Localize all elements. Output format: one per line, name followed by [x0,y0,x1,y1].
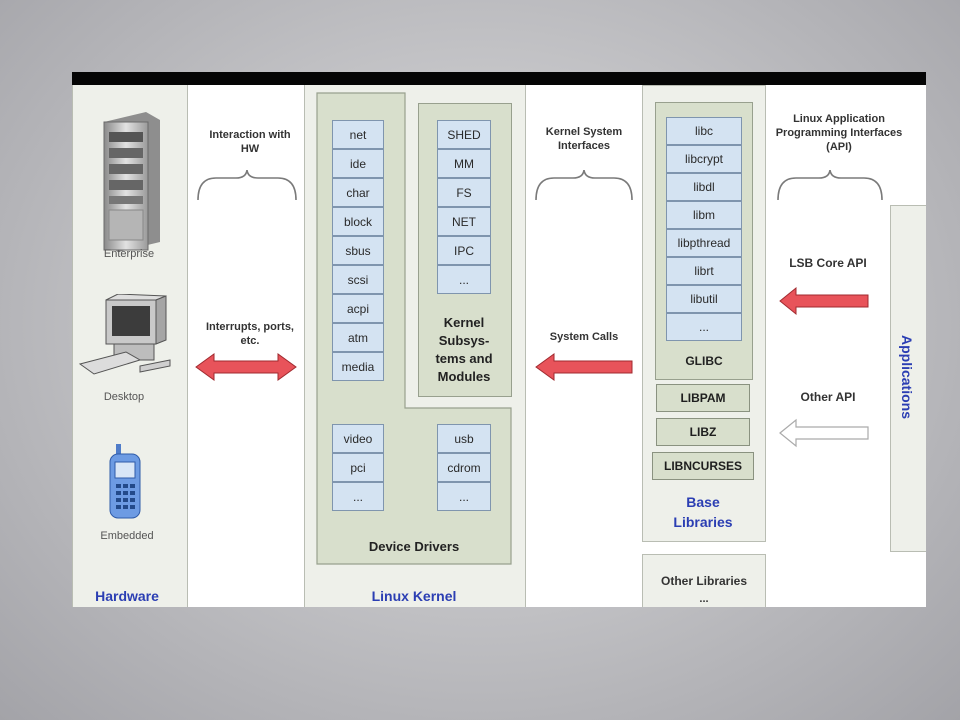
driver-cell: block [332,207,384,236]
system-calls-label: System Calls [549,331,619,343]
other-libraries-dots: ... [699,593,709,605]
glibc-cell: libc [666,117,742,145]
device-drivers-title: Device Drivers [368,539,460,554]
other-libraries-box [642,554,766,607]
driver-cell: usb [437,424,491,453]
base-libraries-title: Base Libraries [673,494,733,530]
enterprise-label: Enterprise [103,248,155,260]
drivers-right-list: usb cdrom ... [437,424,491,511]
phone-icon [109,444,141,519]
desktop-label: Desktop [103,391,145,403]
driver-cell: cdrom [437,453,491,482]
glibc-cell: librt [666,257,742,285]
driver-cell: char [332,178,384,207]
libpam-box: LIBPAM [656,384,750,412]
drivers-left-list: video pci ... [332,424,384,511]
double-arrow-icon [195,353,297,381]
subsystem-cell: ... [437,265,491,294]
glibc-cell: libutil [666,285,742,313]
lsb-arrow-icon [779,286,869,316]
driver-cell: video [332,424,384,453]
driver-cell: media [332,352,384,381]
subsystem-cell: IPC [437,236,491,265]
glibc-list: libc libcrypt libdl libm libpthread libr… [666,117,742,341]
kernel-title: Linux Kernel [371,588,457,604]
hardware-title: Hardware [95,588,159,604]
subsystems-list: SHED MM FS NET IPC ... [437,120,491,294]
driver-cell: acpi [332,294,384,323]
desktop-icon [78,294,171,375]
subsystem-cell: FS [437,178,491,207]
libz-box: LIBZ [656,418,750,446]
left-arrow-icon [535,353,633,381]
glibc-cell: ... [666,313,742,341]
other-api-label: Other API [800,390,856,404]
api-label: Linux Application Programming Interfaces… [775,113,903,153]
glibc-cell: libpthread [666,229,742,257]
server-icon [103,112,160,252]
subsystem-cell: MM [437,149,491,178]
driver-cell: ... [332,482,384,511]
driver-cell: ... [437,482,491,511]
glibc-cell: libcrypt [666,145,742,173]
interaction-label: Interaction with HW [209,129,291,155]
diagram-slide: Enterprise Desktop Embedded Hardware Int… [72,72,926,607]
driver-cell: sbus [332,236,384,265]
subsystem-cell: SHED [437,120,491,149]
other-api-arrow-icon [779,418,869,448]
lsb-core-api-label: LSB Core API [789,256,867,270]
driver-cell: atm [332,323,384,352]
subsystem-cell: NET [437,207,491,236]
glibc-cell: libdl [666,173,742,201]
driver-cell: ide [332,149,384,178]
applications-column [890,205,926,552]
kernel-interfaces-label: Kernel System Interfaces [545,126,623,152]
subsystems-title: Kernel Subsys- tems and Modules [435,315,493,384]
applications-title: Applications [899,334,915,419]
driver-cell: pci [332,453,384,482]
interrupts-label: Interrupts, ports, etc. [205,321,294,347]
interaction-brace-icon [197,170,297,201]
embedded-label: Embedded [100,530,154,542]
driver-cell: scsi [332,265,384,294]
other-libraries-title: Other Libraries [660,574,748,588]
driver-cell: net [332,120,384,149]
libncurses-box: LIBNCURSES [652,452,754,480]
glibc-cell: libm [666,201,742,229]
drivers-top-list: net ide char block sbus scsi acpi atm me… [332,120,384,381]
glibc-title: GLIBC [685,354,723,368]
top-bar [72,72,926,85]
api-brace-icon [777,170,883,201]
kernel-interfaces-brace-icon [535,170,633,201]
